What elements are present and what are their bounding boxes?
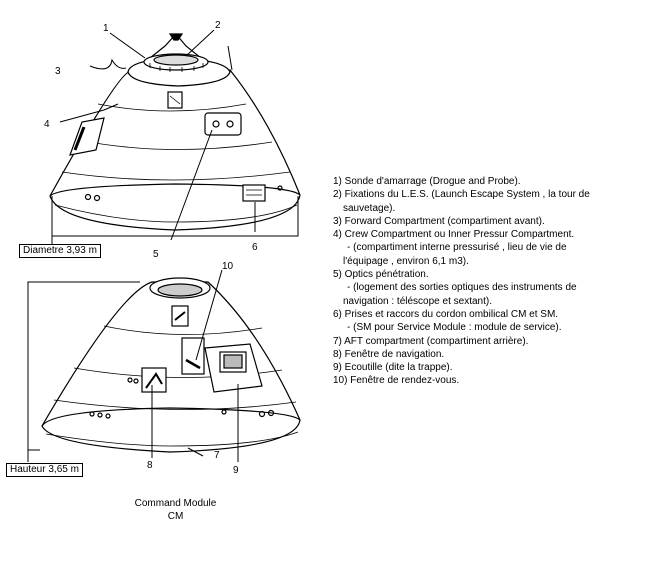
caption-line-2: CM bbox=[167, 511, 184, 522]
legend-item: 5) Optics pénétration. bbox=[333, 269, 429, 281]
legend-item: 7) AFT compartment (compartiment arrière… bbox=[333, 335, 529, 347]
top-capsule-base bbox=[49, 183, 301, 231]
legend-item: 1) Sonde d'amarrage (Drogue and Probe). bbox=[333, 176, 521, 187]
figure-caption: Command Module CM bbox=[118, 497, 233, 523]
legend-item: 9) Ecoutille (dite la trappe). bbox=[333, 362, 453, 374]
bottom-leader-lines bbox=[27, 269, 239, 462]
legend-item: 6) Prises et raccors du cordon ombilical… bbox=[333, 308, 559, 320]
legend-item: - (compartiment interne pressurisé , lie… bbox=[347, 242, 567, 254]
callout-9: 9 bbox=[233, 465, 239, 476]
callout-6: 6 bbox=[252, 242, 258, 253]
legend-item: - (logement des sorties optiques des ins… bbox=[347, 282, 577, 294]
callout-2: 2 bbox=[215, 20, 221, 31]
legend-item: l'équipage , environ 6,1 m3). bbox=[343, 255, 469, 267]
bottom-capsule-body bbox=[41, 281, 301, 427]
callout-3: 3 bbox=[55, 66, 61, 77]
callout-8: 8 bbox=[147, 460, 153, 471]
callout-7: 7 bbox=[214, 450, 220, 461]
side-hatch bbox=[69, 117, 105, 156]
callout-5: 5 bbox=[153, 249, 159, 260]
top-capsule-drawing bbox=[49, 33, 301, 231]
optics-panel bbox=[204, 112, 242, 136]
bottom-capsule-drawing bbox=[41, 277, 301, 453]
top-leader-lines bbox=[51, 29, 299, 246]
bottom-capsule-base bbox=[41, 407, 301, 453]
diameter-label: Diametre 3,93 m bbox=[19, 244, 101, 258]
legend-item: 10) Fenêtre de rendez-vous. bbox=[333, 375, 460, 387]
callout-1: 1 bbox=[103, 23, 109, 34]
callout-10: 10 bbox=[222, 261, 234, 272]
legend-item: 3) Forward Compartment (compartiment ava… bbox=[333, 215, 545, 227]
caption-line-1: Command Module bbox=[134, 498, 217, 509]
legend-item: 2) Fixations du L.E.S. (Launch Escape Sy… bbox=[333, 189, 590, 201]
height-label: Hauteur 3,65 m bbox=[6, 463, 83, 477]
navigation-window bbox=[141, 367, 167, 393]
legend-item: navigation : téléscope et sextant). bbox=[343, 295, 492, 307]
legend-item: - (SM pour Service Module : module de se… bbox=[347, 322, 562, 334]
callout-4: 4 bbox=[44, 119, 50, 130]
legend-item: 8) Fenêtre de navigation. bbox=[333, 348, 445, 360]
legend-item: 4) Crew Compartment ou Inner Pressur Com… bbox=[333, 229, 575, 241]
legend: 1) Sonde d'amarrage (Drogue and Probe). … bbox=[333, 175, 645, 388]
umbilical-connector bbox=[242, 184, 266, 202]
legend-item: sauvetage). bbox=[343, 202, 396, 214]
